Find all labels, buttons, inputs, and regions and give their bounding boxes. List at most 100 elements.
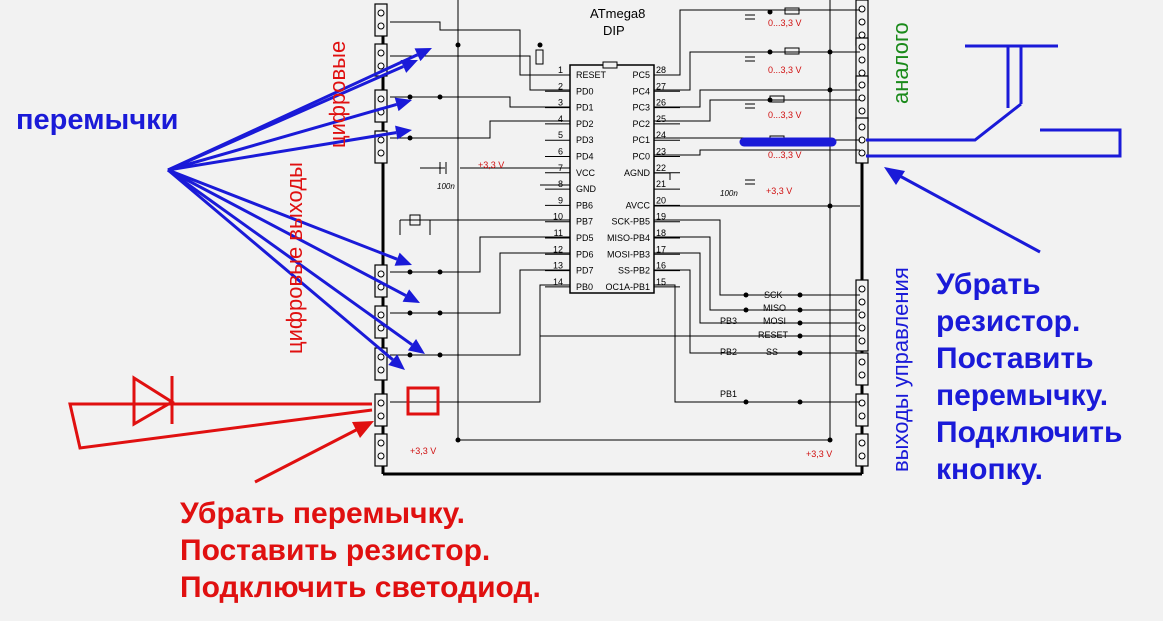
- cap-right-label: 100n: [720, 189, 738, 198]
- pin-name: AVCC: [626, 200, 651, 210]
- bottom-note: Убрать перемычку. Поставить резистор. По…: [180, 495, 541, 606]
- connector-pin: [377, 366, 385, 374]
- sig-reset: RESET: [758, 330, 789, 340]
- pin-number: 2: [558, 81, 563, 91]
- sig-miso: MISO: [763, 303, 787, 313]
- pin-name: PD2: [576, 119, 594, 129]
- pin-name: PC2: [632, 119, 650, 129]
- chip-body: [569, 64, 655, 294]
- pin-number: 25: [656, 114, 666, 124]
- pin-number: 15: [656, 277, 666, 287]
- connector: [855, 393, 869, 427]
- pin-name: VCC: [576, 168, 596, 178]
- jumper-arrowhead: [388, 354, 405, 370]
- pin-name: GND: [576, 184, 597, 194]
- right-note-line: Подключить: [936, 416, 1123, 449]
- pin-number: 19: [656, 212, 666, 222]
- connector: [374, 3, 388, 37]
- pin-number: 20: [656, 195, 666, 205]
- connector-pin: [377, 452, 385, 460]
- connector-pin: [377, 49, 385, 57]
- pin-name: PC1: [632, 135, 650, 145]
- connector-pin: [377, 399, 385, 407]
- connector-pin: [858, 311, 866, 319]
- vcc-left-label: +3,3 V: [478, 160, 505, 170]
- connector-pin: [858, 298, 866, 306]
- jumper-arrow: [167, 168, 394, 361]
- connector-pin: [377, 270, 385, 278]
- connector: [374, 393, 388, 427]
- connector-pin: [377, 311, 385, 319]
- led-symbol: [68, 375, 440, 450]
- pin-number: 3: [558, 98, 563, 108]
- analog-label: аналого: [888, 22, 913, 104]
- connector-pin: [377, 149, 385, 157]
- connector: [855, 433, 869, 467]
- vcc-bottom-right-label: +3,3 V: [806, 449, 833, 459]
- connector-pin: [858, 324, 866, 332]
- connector-pin: [858, 31, 866, 39]
- bottom-note-line: Подключить светодиод.: [180, 571, 541, 604]
- vcc-bottom-left-label: +3,3 V: [410, 446, 437, 456]
- pin-number: 22: [656, 163, 666, 173]
- jumper-arrowhead: [395, 125, 412, 140]
- pin-name: PB6: [576, 200, 593, 210]
- connector-pin: [377, 62, 385, 70]
- range-label-2: 0...3,3 V: [768, 65, 802, 75]
- pin-name: RESET: [576, 70, 607, 80]
- range-label-4: 0...3,3 V: [768, 150, 802, 160]
- sig-pb2: PB2: [720, 347, 738, 357]
- pin-name: OC1A-PB1: [605, 282, 650, 292]
- control-outputs-label: выходы управления: [888, 267, 913, 472]
- connector-pin: [858, 56, 866, 64]
- connector-pin: [858, 18, 866, 26]
- pin-number: 18: [656, 228, 666, 238]
- jumper-arrowhead: [407, 338, 425, 354]
- pin-number: 14: [553, 277, 563, 287]
- pin-number: 8: [558, 179, 563, 189]
- connector-pin: [858, 81, 866, 89]
- connector-pin: [858, 337, 866, 345]
- bottom-note-line: Убрать перемычку.: [180, 497, 465, 530]
- pin-number: 23: [656, 147, 666, 157]
- range-label-1: 0...3,3 V: [768, 18, 802, 28]
- pin-number: 21: [656, 179, 666, 189]
- pin-name: PC3: [632, 103, 650, 113]
- pin-number: 4: [558, 114, 563, 124]
- jumper-arrowhead: [414, 48, 432, 62]
- connector-pin: [858, 285, 866, 293]
- pin-number: 12: [553, 244, 563, 254]
- connector-pin: [858, 123, 866, 131]
- pin-name: PC5: [632, 70, 650, 80]
- connector-pin: [858, 5, 866, 13]
- pin-number: 27: [656, 81, 666, 91]
- pin-number: 9: [558, 195, 563, 205]
- pin-name: PD7: [576, 266, 594, 276]
- connector-pin: [858, 94, 866, 102]
- cap-left-label: 100n: [437, 182, 455, 191]
- pin-number: 24: [656, 130, 666, 140]
- vcc-right-label: +3,3 V: [766, 186, 793, 196]
- connector-pin: [858, 452, 866, 460]
- connector-pin: [858, 69, 866, 77]
- pin-name: PD5: [576, 233, 594, 243]
- range-label-3: 0...3,3 V: [768, 110, 802, 120]
- connector-pin: [377, 353, 385, 361]
- jumper-arrowhead: [402, 289, 420, 303]
- pin-number: 16: [656, 261, 666, 271]
- pin-number: 13: [553, 261, 563, 271]
- connector-pin: [858, 439, 866, 447]
- sig-ss: SS: [766, 347, 779, 357]
- pin-number: 6: [558, 147, 563, 157]
- pin-name: SCK-PB5: [611, 217, 650, 227]
- sig-pb3: PB3: [720, 316, 738, 326]
- pin-name: PB7: [576, 217, 593, 227]
- pin-name: PD6: [576, 249, 594, 259]
- jumper-arrow: [167, 131, 397, 172]
- jumper-arrowhead: [394, 252, 412, 266]
- button-symbol: [866, 44, 1122, 158]
- connector-pin: [858, 43, 866, 51]
- pin-number: 5: [558, 130, 563, 140]
- sig-sck: SCK: [764, 290, 783, 300]
